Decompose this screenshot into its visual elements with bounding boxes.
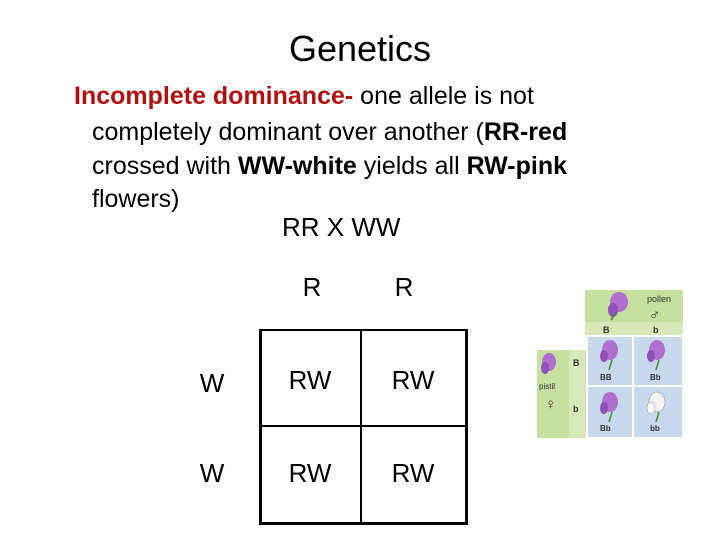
pea-flower-punnett-diagram: pollen ♂ B b pistil ♀ B b BB Bb Bb bb: [537, 290, 683, 438]
grid-line-left: [259, 329, 262, 525]
grid-line-right: [465, 329, 468, 525]
punnett-cell: RW: [288, 365, 332, 395]
definition-text-3a: crossed with: [92, 152, 238, 180]
col-header-1: R: [302, 272, 322, 302]
definition-line-4: flowers): [92, 185, 180, 213]
genotype-label: Bb: [600, 424, 611, 433]
row-header-2: W: [199, 458, 225, 488]
term-incomplete-dominance: Incomplete dominance-: [74, 82, 354, 110]
ww-white-text: WW-white: [237, 152, 357, 180]
purple-flower-icon: [541, 353, 556, 374]
definition-text-1: one allele is not: [353, 82, 534, 110]
grid-line-middle-h: [259, 425, 468, 427]
female-symbol-icon: ♀: [545, 396, 556, 413]
purple-flower-icon: [647, 340, 665, 362]
pollen-allele-2: b: [653, 325, 659, 335]
pollen-allele-1: B: [603, 325, 610, 335]
punnett-cell: RW: [288, 458, 332, 488]
pistil-allele-1: B: [573, 358, 580, 368]
purple-flower-icon: [608, 292, 628, 321]
rr-red-text: RR-red: [483, 118, 568, 146]
pollen-allele-bg: [585, 322, 683, 336]
definition-line-1: Incomplete dominance- one allele is not: [74, 82, 534, 111]
col-header-2: R: [394, 272, 414, 302]
genotype-label: Bb: [650, 373, 661, 382]
definition-text-2: completely dominant over another (: [92, 118, 484, 146]
purple-flower-icon: [600, 340, 618, 362]
pistil-allele-bg: [569, 350, 587, 438]
grid-line-bottom: [259, 522, 468, 525]
cross-label: RR X WW: [282, 212, 401, 242]
definition-text-3c: yields all: [356, 152, 467, 180]
purple-flower-icon: [600, 392, 618, 414]
pistil-label: pistil: [539, 382, 555, 391]
pistil-allele-2: b: [573, 404, 579, 414]
flower-stems: [608, 359, 660, 423]
grid-line-top: [259, 329, 468, 331]
grid-line-middle-v: [360, 329, 362, 525]
slide-title: Genetics: [288, 28, 432, 69]
genotype-label: bb: [650, 424, 660, 433]
punnett-cell: RW: [391, 458, 435, 488]
white-flower-icon: [646, 391, 666, 415]
rw-pink-text: RW-pink: [466, 152, 567, 180]
pollen-label: pollen: [647, 294, 671, 304]
genotype-label: BB: [600, 373, 612, 382]
male-symbol-icon: ♂: [649, 307, 660, 324]
definition-line-2: completely dominant over another (RR-red: [92, 118, 567, 147]
punnett-cell: RW: [391, 365, 435, 395]
row-header-1: W: [199, 368, 225, 398]
definition-line-3: crossed with WW-white yields all RW-pink: [92, 152, 567, 181]
